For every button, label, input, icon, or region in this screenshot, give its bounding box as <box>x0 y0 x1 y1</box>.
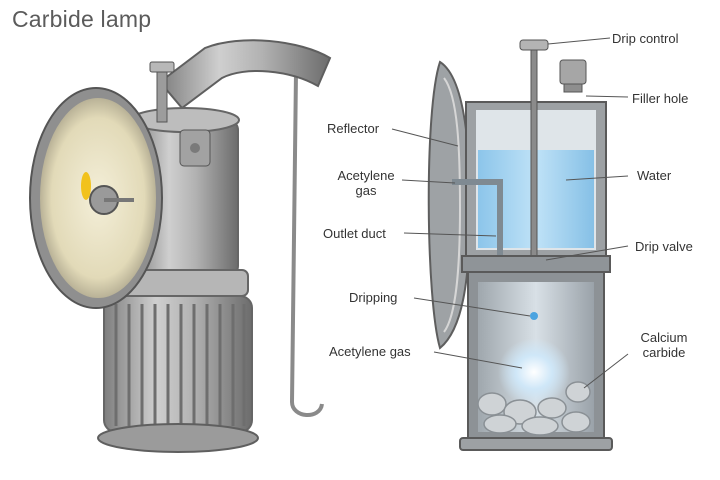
drip-knob <box>149 61 175 73</box>
leader-acetylene-gas-bottom <box>433 351 523 369</box>
label-reflector: Reflector <box>327 121 380 136</box>
hinge-pin <box>190 143 200 153</box>
base <box>97 423 259 453</box>
reflector-side <box>427 60 472 350</box>
leader-reflector <box>391 128 459 147</box>
filler-thread <box>563 83 583 93</box>
label-acetylene-gas-bottom: Acetylene gas <box>329 344 411 359</box>
lamp-cutaway <box>427 39 613 451</box>
label-acetylene-gas-line2: gas <box>355 183 377 198</box>
flame-icon <box>81 172 91 200</box>
mid-collar <box>461 255 611 273</box>
body-ribs <box>114 304 246 426</box>
hook-wire <box>283 52 324 417</box>
label-filler-hole: Filler hole <box>632 91 689 106</box>
label-outlet-duct: Outlet duct <box>323 226 386 241</box>
leader-drip-valve <box>545 245 629 261</box>
leader-dripping <box>413 297 531 317</box>
label-dripping: Dripping <box>349 290 398 305</box>
leader-outlet-duct <box>403 232 497 237</box>
bail-handle <box>158 39 332 110</box>
label-calcium-carbide: Calcium carbide <box>629 330 699 360</box>
cutaway-base <box>459 437 613 451</box>
leader-lines <box>391 37 629 389</box>
label-calcium-line1: Calcium <box>640 330 688 345</box>
drip-control-knob <box>519 39 549 51</box>
leader-water <box>565 175 629 181</box>
reflector-shine <box>443 77 462 333</box>
drip-control-rod <box>530 47 538 269</box>
leader-filler-hole <box>585 95 629 98</box>
water-drop <box>530 312 538 320</box>
carbide-rocks <box>477 381 591 436</box>
label-acetylene-gas: Acetylene gas <box>331 168 401 198</box>
label-drip-valve: Drip valve <box>635 239 693 254</box>
lower-body <box>103 295 253 433</box>
leader-drip-control <box>547 37 611 45</box>
diagram-title: Carbide lamp <box>12 6 152 32</box>
label-acetylene-gas-line1: Acetylene <box>337 168 395 183</box>
label-calcium-line2: carbide <box>642 345 686 360</box>
label-drip-control: Drip control <box>612 31 679 46</box>
lamp-exterior <box>29 39 332 453</box>
label-water: Water <box>637 168 672 183</box>
leader-calcium-carbide <box>583 353 629 389</box>
filler-plug <box>559 59 587 85</box>
leader-acetylene-gas <box>401 179 456 184</box>
drip-rod <box>156 69 168 123</box>
gas-glow <box>498 338 570 406</box>
